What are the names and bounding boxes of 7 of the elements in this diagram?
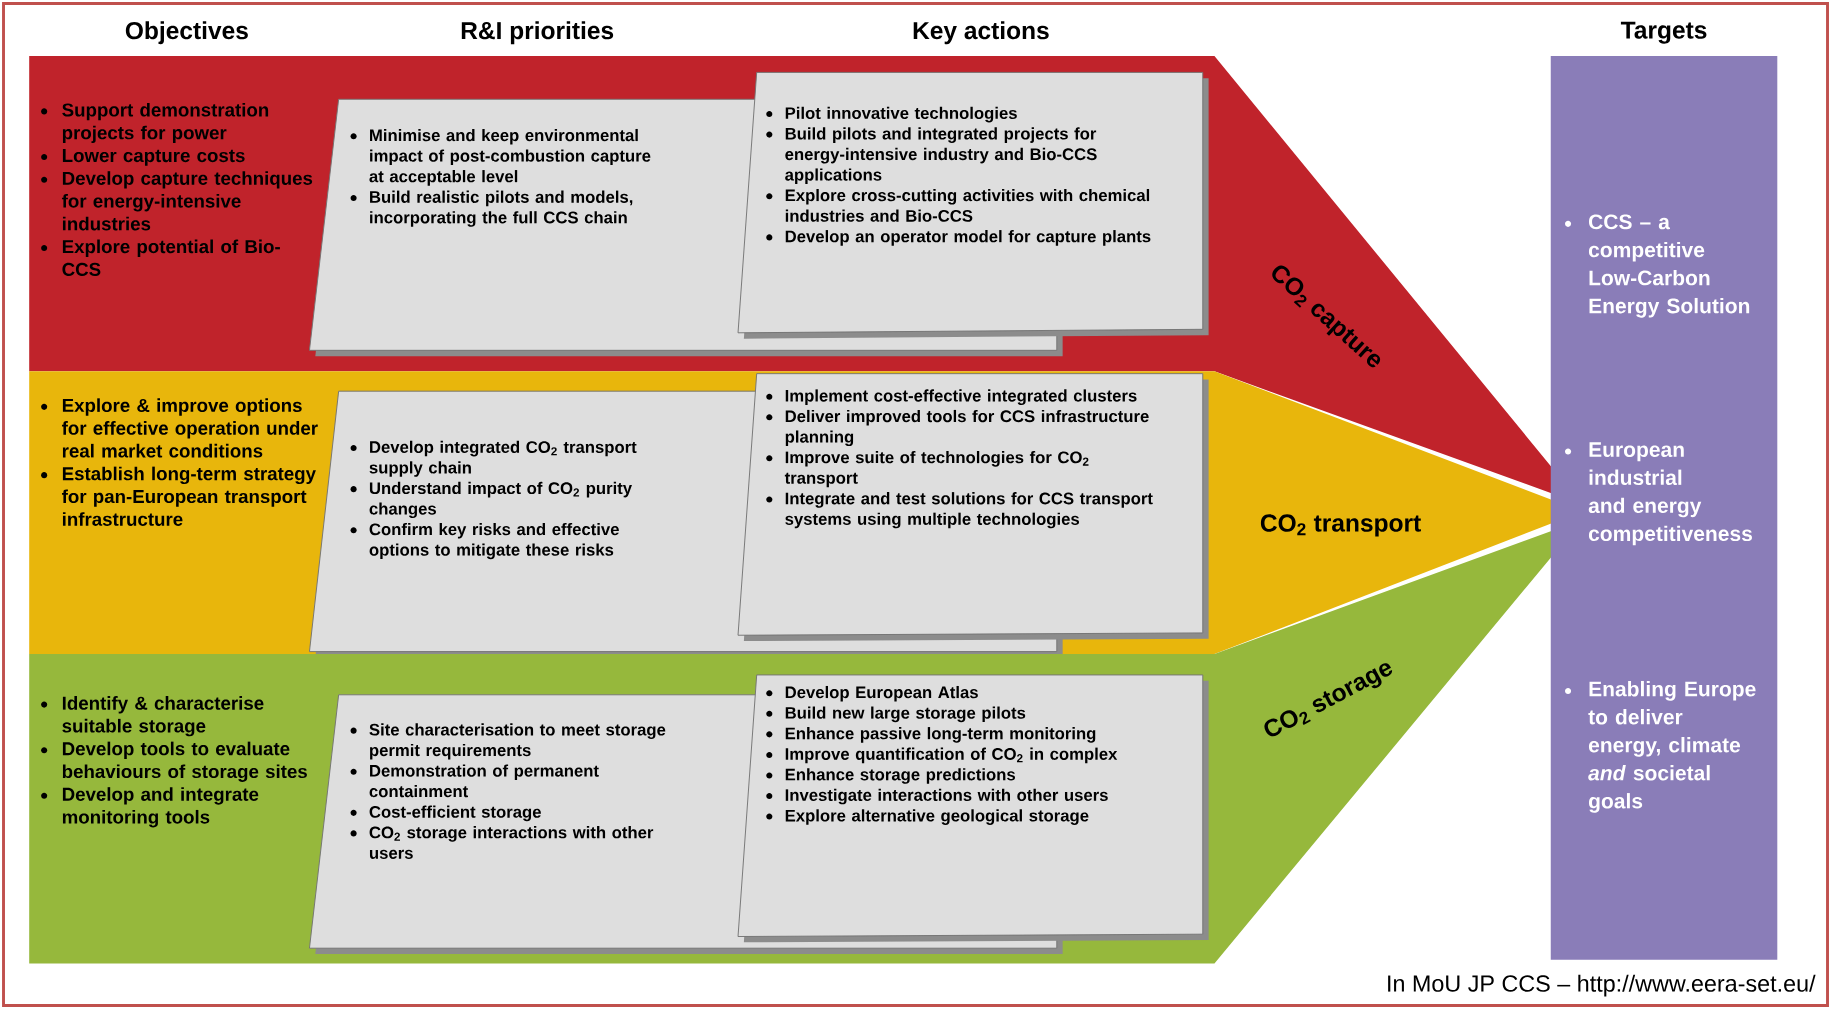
column-heading: Key actions [913,21,1049,45]
target-column: CCS – a competitive Low-Carbon Energy Solution European industrial and energy competitiveness Enabling Europe to deliver energy, climate and societal goals [1550,56,1778,960]
column-heading: Objectives [125,21,248,45]
text-panel: Develop European Atlas Build new large storage pilots Enhance passive long-term monitoring Improve quantification of CO$_{2}$ in complex Enhance storage predictions Investigate interactions with other users Explore alternative geological storage [737,674,1209,943]
column-heading: R&I priorities [461,21,614,45]
text-panel: Implement cost-effective integrated clusters Deliver improved tools for CCS infrastructure planning Improve suite of technologies for CO$_{2}$ transport Integrate and test solutions for CCS transport systems using multiple technologies [737,373,1209,642]
text-panel: Pilot innovative technologies Build pilots and integrated projects for energy-intensive industry and Bio-CCS applications Explore cross-cutting activities with chemical industries and Bio-CCS Develop an operator model for capture plants [737,71,1209,339]
